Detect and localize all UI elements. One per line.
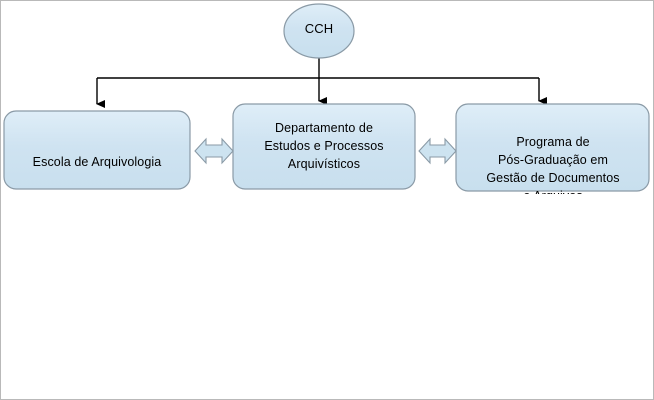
node-departamento-estudos-processos[interactable] bbox=[232, 103, 416, 190]
double-arrow-escola-departamento[interactable] bbox=[194, 137, 234, 165]
node-cch[interactable] bbox=[283, 3, 355, 59]
node-escola-arquivologia[interactable] bbox=[3, 110, 191, 190]
tree-connector-lines bbox=[96, 58, 547, 108]
node-programa-pos-graduacao[interactable] bbox=[455, 103, 650, 192]
double-arrow-departamento-programa[interactable] bbox=[418, 137, 457, 165]
